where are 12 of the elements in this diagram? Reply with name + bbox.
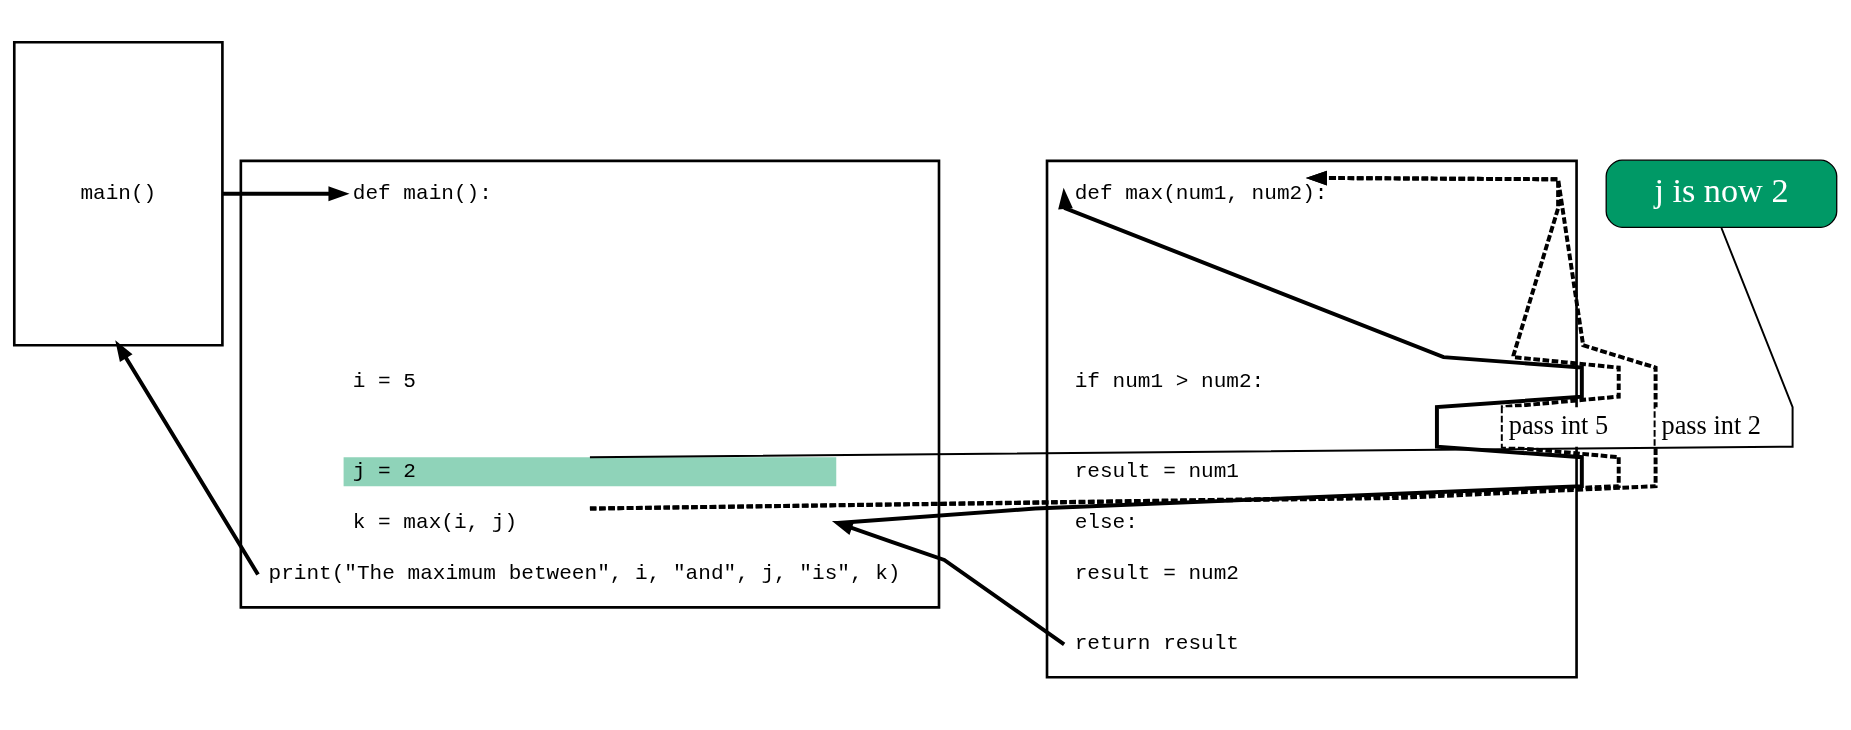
node-text: k = max(i, j) bbox=[352, 510, 518, 535]
edge-label: pass int 2 bbox=[1661, 410, 1761, 440]
node-text: def max(num1, num2): bbox=[1074, 180, 1328, 205]
node-text: result = num1 bbox=[1074, 458, 1240, 483]
node-text: i = 5 bbox=[352, 369, 417, 394]
node-text: if num1 > num2: bbox=[1074, 369, 1265, 394]
node-text: return result bbox=[1074, 631, 1240, 656]
node-text: def main(): bbox=[352, 180, 492, 205]
edge-label: pass int 5 bbox=[1508, 410, 1609, 440]
node-text: else: bbox=[1074, 510, 1138, 535]
node-text: print("The maximum between", i, "and", j, "is", k) bbox=[268, 561, 901, 586]
node-text: result = num2 bbox=[1074, 561, 1240, 586]
